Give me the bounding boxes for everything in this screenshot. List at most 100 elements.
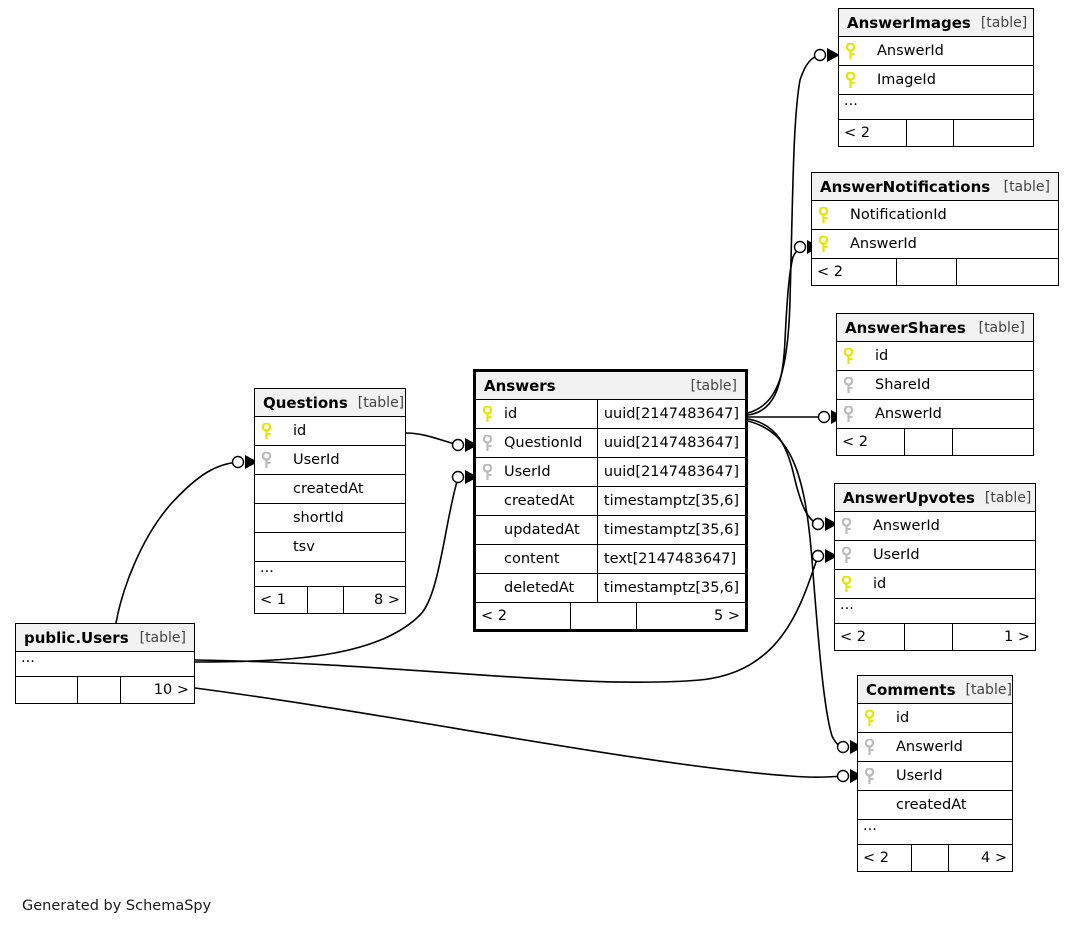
more-columns-ellipsis[interactable]: ... [16,651,194,677]
column-row[interactable]: ShareId [837,371,1033,400]
column-type: timestamptz[35,6] [596,574,745,602]
column-label: id [504,406,518,422]
table-header-answer-notifications: AnswerNotifications[table] [812,173,1058,201]
column-label: createdAt [293,481,364,497]
more-columns-ellipsis[interactable]: ... [858,819,1012,845]
column-label: UserId [873,547,920,563]
table-public-users[interactable]: public.Users [table]...10 > [15,623,195,704]
column-name-cell: content [476,545,597,573]
column-row[interactable]: AnswerId [812,230,1058,259]
endpoint-circle-answerimages [813,48,827,62]
column-row[interactable]: id [858,704,1012,733]
column-name-cell: id [476,400,597,428]
column-row[interactable]: updatedAt timestamptz[35,6] [476,516,745,545]
table-title-answers: Answers [484,376,556,395]
column-row[interactable]: tsv [255,533,405,562]
column-row[interactable]: id [255,417,405,446]
more-columns-ellipsis[interactable]: ... [835,598,1035,624]
column-type: timestamptz[35,6] [596,516,745,544]
column-row[interactable]: createdAt [255,475,405,504]
column-label: AnswerId [873,518,940,534]
edge-users-to-comments [194,687,844,778]
more-columns-ellipsis[interactable]: ... [255,561,405,587]
column-label: QuestionId [504,435,583,451]
column-label: id [875,348,889,364]
column-name-cell: id [255,417,405,445]
column-name-cell: createdAt [476,487,597,515]
column-label: updatedAt [504,522,580,538]
column-row[interactable]: createdAt timestamptz[35,6] [476,487,745,516]
footer-middle-cell [896,259,956,285]
primary-key-icon [261,422,283,440]
column-row[interactable]: NotificationId [812,201,1058,230]
table-title-public-users: public.Users [24,628,129,647]
column-type: uuid[2147483647] [596,429,745,457]
table-header-questions: Questions[table] [255,389,405,417]
endpoint-circle-comments-userid [836,769,850,783]
footer-children-count [952,429,1033,455]
table-answer-notifications[interactable]: AnswerNotifications[table]NotificationId… [811,172,1059,286]
column-row[interactable]: AnswerId [858,733,1012,762]
column-row[interactable]: ImageId [839,66,1033,95]
footer-parents-count: < 1 [260,592,286,608]
column-name-cell: createdAt [255,475,405,503]
column-name-cell: shortId [255,504,405,532]
column-label: AnswerId [875,406,942,422]
table-kind-answers: [table] [690,377,737,394]
column-row[interactable]: id [837,342,1033,371]
column-name-cell: AnswerId [839,37,1033,65]
column-row[interactable]: UserId [835,541,1035,570]
column-label: UserId [896,768,943,784]
footer-children-count [953,120,1033,146]
column-row[interactable]: UserId [858,762,1012,791]
table-kind-public-users: [table] [139,629,186,646]
edge-users-to-questions [115,461,239,624]
column-label: ImageId [877,72,936,88]
column-row[interactable]: AnswerId [837,400,1033,429]
table-title-answer-shares: AnswerShares [845,318,966,337]
column-label: createdAt [504,493,575,509]
endpoint-circle-answerupvotes-userid [811,549,825,563]
column-label: UserId [504,464,551,480]
column-row[interactable]: createdAt [858,791,1012,820]
footer-children-count: 10 > [120,677,194,703]
foreign-key-icon [843,405,865,423]
primary-key-icon [845,71,867,89]
endpoint-circle-answerupvotes-answerid [811,517,825,531]
more-columns-ellipsis[interactable]: ... [839,94,1033,120]
foreign-key-icon [482,463,504,481]
foreign-key-icon [841,546,863,564]
column-label: tsv [293,539,315,555]
column-type: text[2147483647] [597,545,745,573]
footer-parents-count: < 2 [481,608,507,624]
column-type: timestamptz[35,6] [596,487,745,515]
edge-questions-to-answers [405,432,459,446]
table-footer-answer-images: < 2 [839,120,1033,146]
column-row[interactable]: AnswerId [839,37,1033,66]
column-row[interactable]: shortId [255,504,405,533]
column-name-cell: QuestionId [476,429,597,457]
table-header-answer-upvotes: AnswerUpvotes[table] [835,484,1035,512]
column-row[interactable]: QuestionId uuid[2147483647] [476,429,745,458]
table-title-comments: Comments [866,680,956,699]
column-row[interactable]: AnswerId [835,512,1035,541]
footer-middle-cell [77,677,120,703]
column-name-cell: id [837,342,1033,370]
column-row[interactable]: UserId [255,446,405,475]
table-footer-answer-notifications: < 2 [812,259,1058,285]
column-row[interactable]: id [835,570,1035,599]
footer-children-count [956,259,1058,285]
foreign-key-icon [843,376,865,394]
column-name-cell: updatedAt [476,516,597,544]
